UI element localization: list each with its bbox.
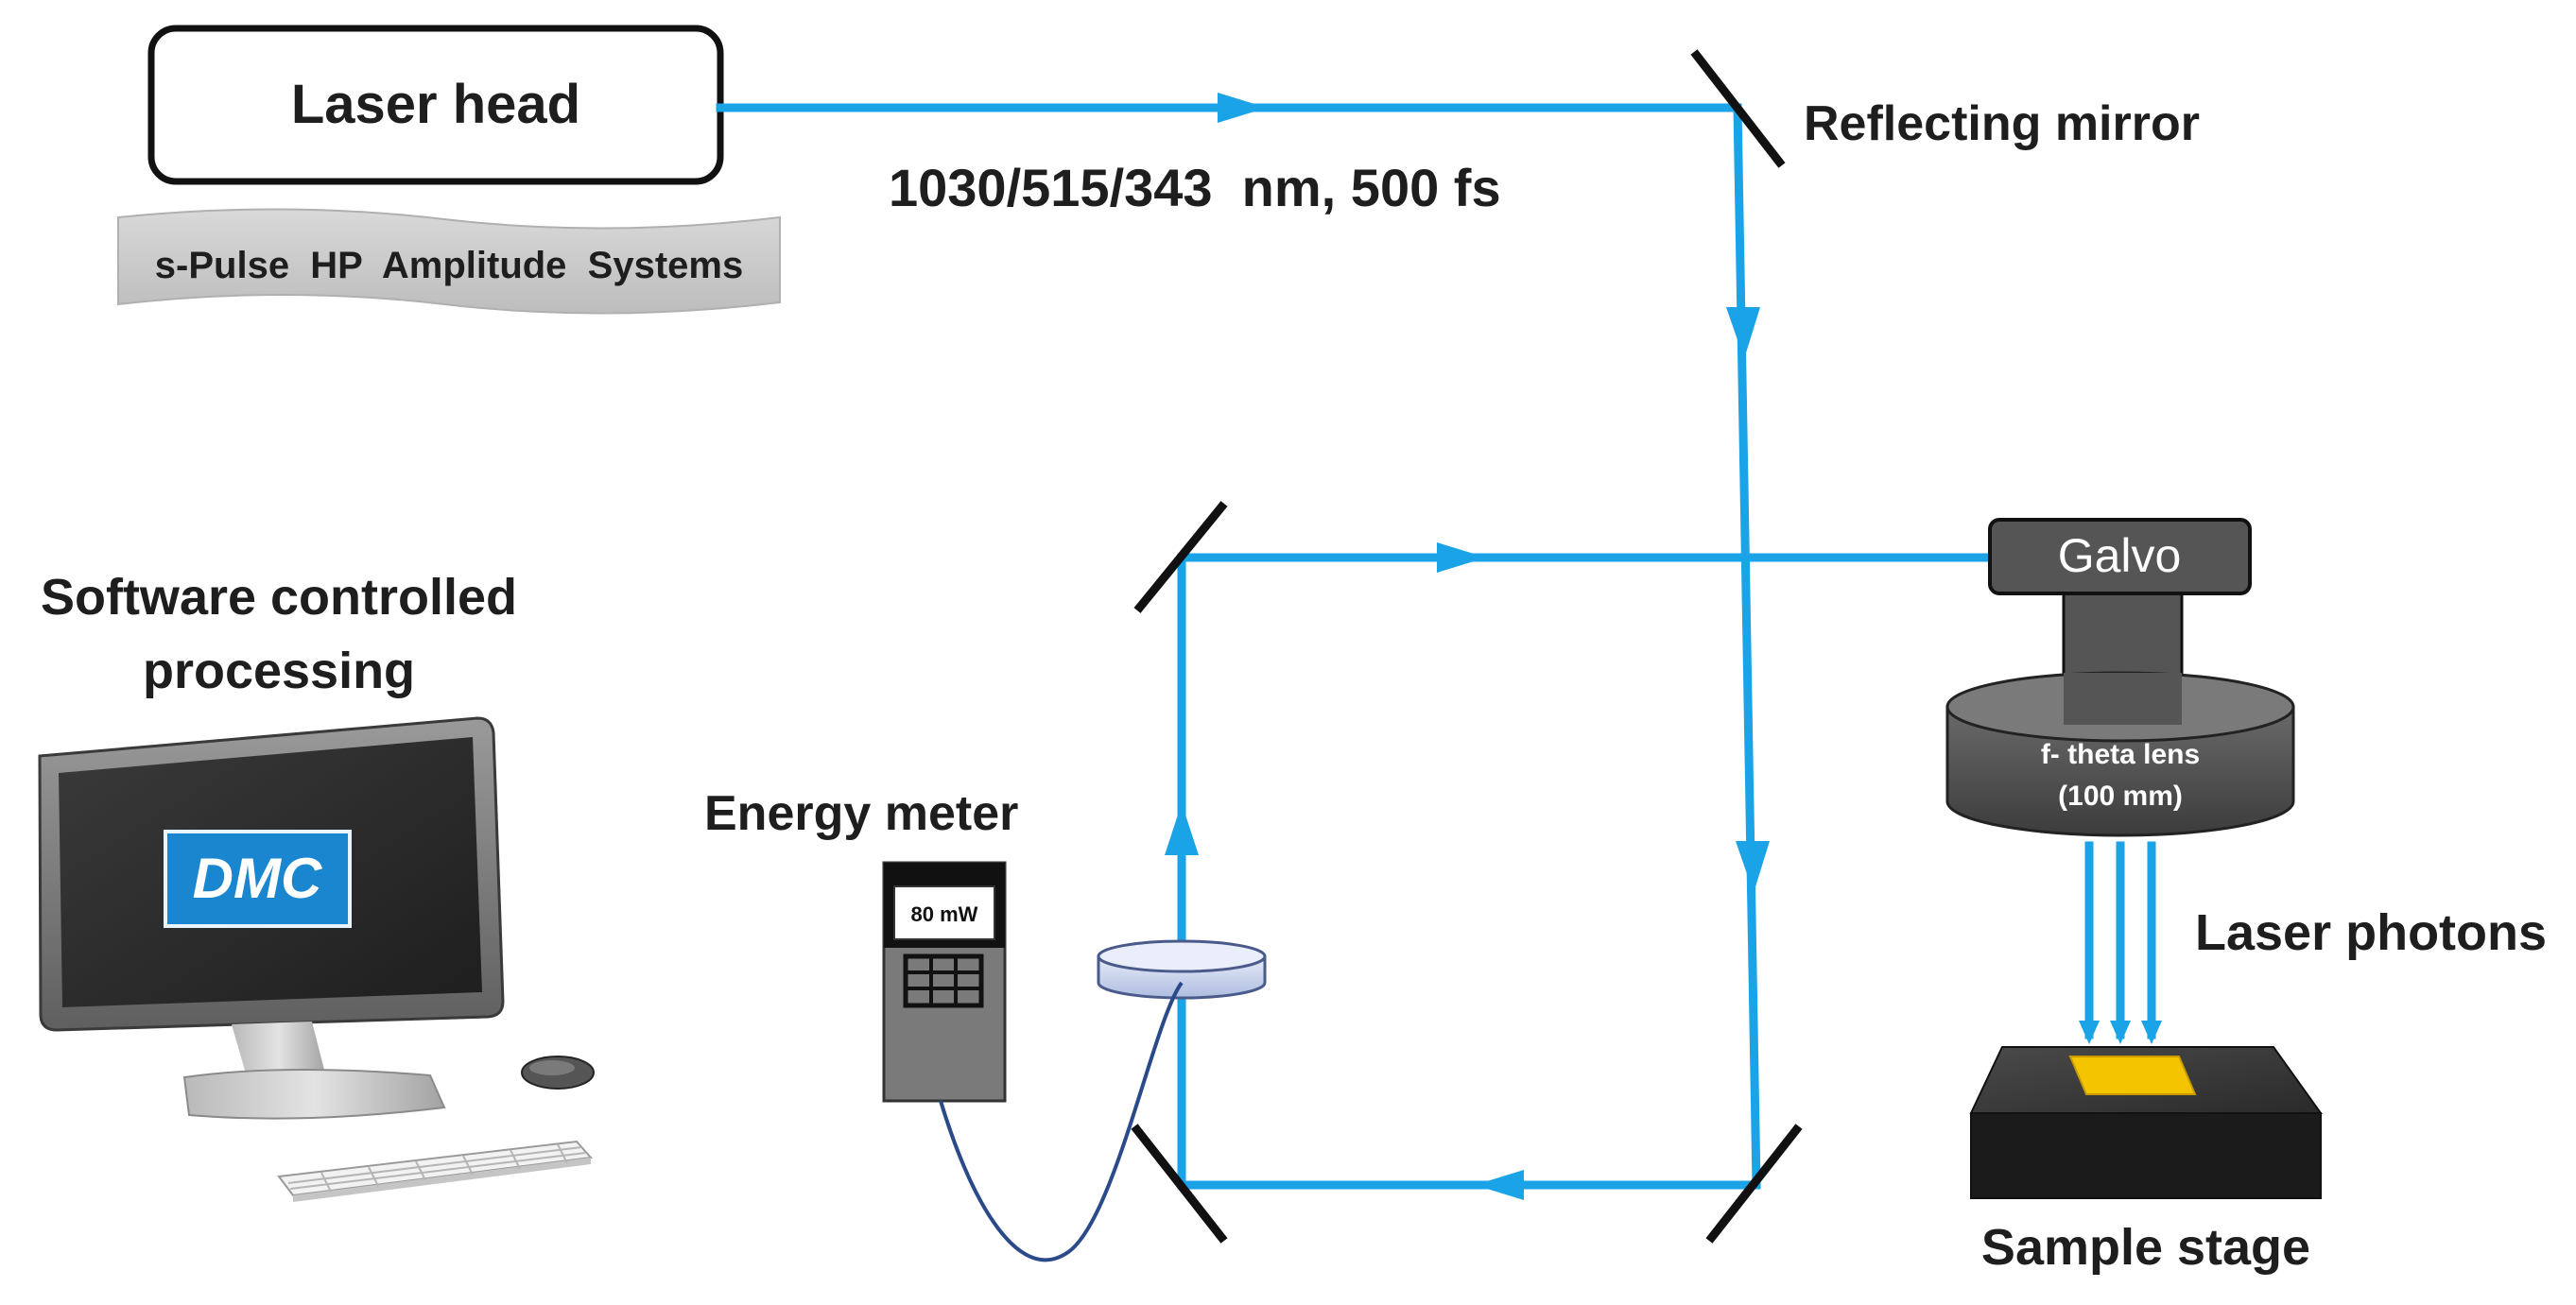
galvo-label: Galvo bbox=[2058, 529, 2182, 582]
mirror-icon bbox=[1705, 1124, 1803, 1244]
lens-label-line1: f- theta lens bbox=[2041, 739, 2200, 770]
laser-photons-label: Laser photons bbox=[2195, 904, 2547, 961]
arrow-down-lower bbox=[1736, 841, 1770, 893]
mouse-icon bbox=[521, 1056, 595, 1090]
laser-system-name: s-Pulse HP Amplitude Systems bbox=[155, 245, 743, 286]
energy-meter-label: Energy meter bbox=[704, 786, 1018, 841]
dmc-logo: DMC bbox=[164, 830, 352, 928]
software-label-line1: Software controlled bbox=[41, 569, 517, 626]
photon-arrow-3 bbox=[2141, 1021, 2162, 1044]
laser-head: Laser head bbox=[147, 25, 724, 185]
computer-monitor-icon: DMC bbox=[38, 716, 505, 1120]
sensor-cable bbox=[939, 981, 1184, 1262]
energy-meter-icon: 80 mW bbox=[882, 861, 1007, 1103]
keyboard-icon bbox=[277, 1140, 593, 1202]
arrow-right-top bbox=[1218, 93, 1267, 123]
dmc-logo-text: DMC bbox=[193, 847, 323, 910]
reflecting-mirror-label: Reflecting mirror bbox=[1804, 96, 2200, 151]
mirror-icon bbox=[1690, 49, 1786, 168]
arrow-left-bottom bbox=[1475, 1170, 1524, 1200]
beam-spec-label: 1030/515/343 nm, 500 fs bbox=[889, 158, 1501, 217]
f-theta-lens-icon: f- theta lens (100 mm) bbox=[1945, 671, 2295, 837]
photon-arrow-2 bbox=[2110, 1021, 2131, 1044]
beam-direction-arrows bbox=[1165, 93, 2162, 1200]
sample-stage-icon bbox=[1969, 1046, 2323, 1199]
laser-head-label: Laser head bbox=[291, 74, 580, 135]
beam-splitter-icon bbox=[1097, 939, 1267, 1000]
arrow-down-upper bbox=[1726, 307, 1760, 359]
mirror-icon bbox=[1133, 501, 1228, 613]
energy-meter-reading: 80 mW bbox=[911, 902, 978, 926]
mirror-icon bbox=[1131, 1124, 1228, 1244]
laser-system-ribbon: s-Pulse HP Amplitude Systems bbox=[117, 208, 781, 315]
software-label-line2: processing bbox=[143, 643, 415, 699]
photon-arrow-1 bbox=[2079, 1021, 2100, 1044]
galvo-scanner-icon: Galvo bbox=[1988, 518, 2252, 734]
arrow-right-middle bbox=[1437, 542, 1486, 573]
sample-stage-label: Sample stage bbox=[1981, 1219, 2310, 1276]
lens-label-line2: (100 mm) bbox=[2058, 781, 2183, 812]
laser-beam-path bbox=[716, 103, 2156, 1190]
mirrors bbox=[1131, 49, 1803, 1244]
arrow-up-left bbox=[1165, 803, 1199, 855]
